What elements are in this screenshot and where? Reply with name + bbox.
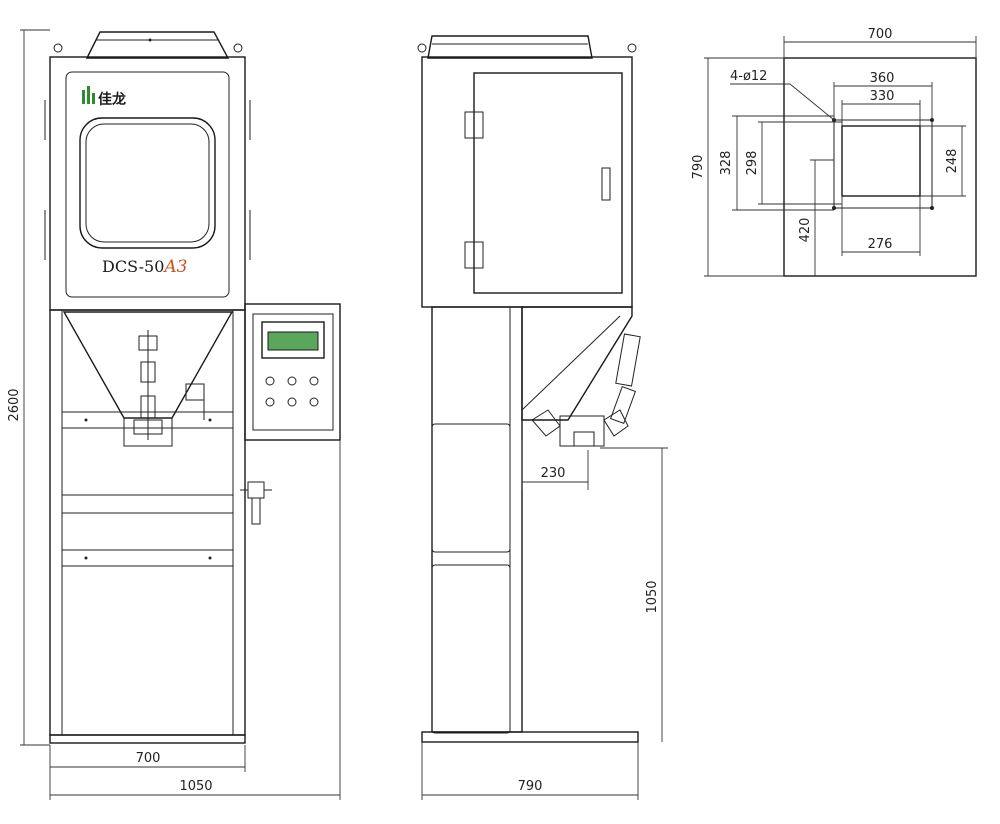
lifting-eye-right <box>233 43 243 53</box>
dim-1050-side: 1050 <box>600 447 668 742</box>
model-label: DCS-50A3 <box>102 257 187 277</box>
control-button-3 <box>309 376 319 386</box>
control-button-5 <box>287 397 297 407</box>
top-plate-outline <box>783 57 977 277</box>
display-screen <box>261 321 325 359</box>
side-panel-upper <box>431 423 511 553</box>
svg-text:4-ø12: 4-ø12 <box>730 69 767 84</box>
svg-text:2600: 2600 <box>7 388 22 421</box>
side-base <box>421 731 639 743</box>
dim-height-2600: 2600 <box>7 29 50 746</box>
hole-pattern <box>833 119 933 209</box>
side-hopper <box>521 306 633 421</box>
lifting-eye-left <box>53 43 63 53</box>
svg-text:298: 298 <box>745 151 760 176</box>
svg-text:1050: 1050 <box>179 779 212 794</box>
svg-text:330: 330 <box>870 89 895 104</box>
viewing-window <box>79 117 216 249</box>
dim-790-side: 790 <box>421 742 639 800</box>
svg-text:276: 276 <box>868 237 893 252</box>
svg-text:700: 700 <box>868 27 893 42</box>
crossbar-middle <box>61 494 234 514</box>
brand-logo-icon <box>82 86 95 104</box>
side-view: 230 1050 790 <box>417 35 668 800</box>
control-button-6 <box>309 397 319 407</box>
svg-text:360: 360 <box>870 71 895 86</box>
side-cabinet <box>421 56 633 308</box>
base-plate <box>49 734 246 744</box>
side-top-frame <box>427 35 593 59</box>
svg-text:230: 230 <box>541 466 566 481</box>
lcd-display <box>267 331 319 351</box>
side-door <box>473 72 623 294</box>
svg-text:790: 790 <box>691 155 706 180</box>
mount-hole-3 <box>832 206 836 210</box>
dim-width-1050-front: 1050 <box>50 440 341 800</box>
pneumatic-cylinder-icon <box>531 333 641 447</box>
control-box <box>244 303 341 441</box>
control-button-1 <box>265 376 275 386</box>
svg-text:328: 328 <box>719 151 734 176</box>
side-lower-frame <box>431 306 523 733</box>
top-lifting-frame <box>85 31 230 59</box>
svg-text:790: 790 <box>518 779 543 794</box>
front-view: 佳龙 DCS-50A3 <box>7 29 341 800</box>
top-plate-view: 700 360 330 4-ø12 790 328 298 <box>691 27 977 277</box>
svg-text:248: 248 <box>945 149 960 174</box>
dim-230: 230 <box>521 440 589 490</box>
svg-text:420: 420 <box>798 218 813 243</box>
mount-hole-4 <box>930 206 934 210</box>
dim-width-700-front: 700 <box>49 745 246 800</box>
brand-name: 佳龙 <box>98 91 126 108</box>
control-button-4 <box>265 397 275 407</box>
air-filter-unit <box>240 481 272 525</box>
plate-opening <box>841 125 921 197</box>
control-button-2 <box>287 376 297 386</box>
crossbar-lower <box>61 549 234 567</box>
door-latch-icon <box>601 167 611 201</box>
svg-text:1050: 1050 <box>645 580 660 613</box>
side-panel-lower <box>431 564 511 734</box>
cabinet-door <box>65 71 230 298</box>
svg-text:700: 700 <box>136 751 161 766</box>
crossbar-upper <box>61 411 234 429</box>
